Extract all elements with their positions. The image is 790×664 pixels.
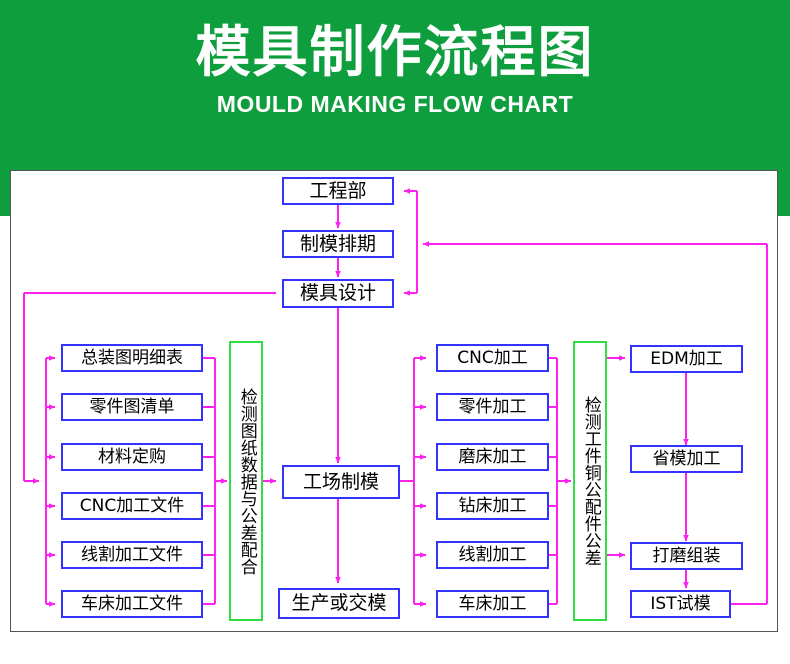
node-material-order[interactable]: 材料定购 [61, 443, 203, 471]
node-part-drawing[interactable]: 零件图清单 [61, 393, 203, 421]
node-part-machining[interactable]: 零件加工 [436, 393, 549, 421]
node-inspect-workpiece[interactable]: 检测工件铜公配件公差 [573, 341, 607, 621]
node-mould-design[interactable]: 模具设计 [282, 279, 394, 308]
node-wirecut-file[interactable]: 线割加工文件 [61, 541, 203, 569]
node-mould-schedule[interactable]: 制模排期 [282, 230, 394, 258]
node-grind-assy[interactable]: 打磨组装 [630, 542, 743, 570]
node-lathe[interactable]: 车床加工 [436, 590, 549, 618]
node-produce-deliver[interactable]: 生产或交模 [278, 588, 400, 619]
node-inspect-drawing[interactable]: 检测图纸数据与公差配合 [229, 341, 263, 621]
node-cnc-file[interactable]: CNC加工文件 [61, 492, 203, 520]
node-drilling[interactable]: 钻床加工 [436, 492, 549, 520]
node-cnc-machining[interactable]: CNC加工 [436, 344, 549, 372]
node-polish-mould[interactable]: 省模加工 [630, 445, 743, 473]
page-title-chinese: 模具制作流程图 [195, 20, 595, 84]
node-ist-trial[interactable]: IST试模 [630, 590, 731, 618]
node-grinder[interactable]: 磨床加工 [436, 443, 549, 471]
node-engineering[interactable]: 工程部 [282, 177, 394, 205]
node-lathe-file[interactable]: 车床加工文件 [61, 590, 203, 618]
node-wirecut[interactable]: 线割加工 [436, 541, 549, 569]
node-edm[interactable]: EDM加工 [630, 345, 743, 373]
page-title-english: MOULD MAKING FLOW CHART [216, 90, 574, 117]
node-workshop-mould[interactable]: 工场制模 [282, 465, 400, 499]
header-content: 模具制作流程图 MOULD MAKING FLOW CHART [0, 0, 790, 168]
node-assembly-list[interactable]: 总装图明细表 [61, 344, 203, 372]
